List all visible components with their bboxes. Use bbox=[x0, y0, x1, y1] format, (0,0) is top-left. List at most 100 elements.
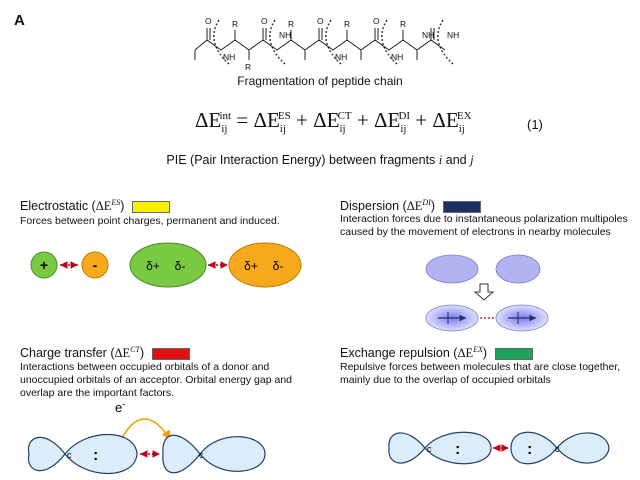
electron-pair: : bbox=[93, 447, 98, 464]
peptide-atom: NH bbox=[223, 52, 235, 62]
electron-transfer-arrow bbox=[120, 418, 172, 441]
peptide-atom: O bbox=[261, 16, 268, 26]
exchange-close: ) bbox=[482, 346, 488, 361]
eq-equals: = bbox=[231, 108, 254, 132]
peptide-atom: R bbox=[400, 19, 406, 29]
atom-left: c bbox=[427, 444, 432, 454]
peptide-atom: O bbox=[373, 16, 380, 26]
eq-term-sup: CT bbox=[337, 110, 352, 122]
dispersion-close: ) bbox=[430, 199, 435, 214]
dispersion-description: Interaction forces due to instantaneous … bbox=[340, 213, 628, 238]
electrostatic-description: Forces between point charges, permanent … bbox=[20, 215, 280, 227]
dispersion-sup: DI bbox=[422, 198, 431, 207]
charge-transfer-symbol: ΔE bbox=[114, 346, 131, 361]
pie-j: j bbox=[470, 153, 474, 167]
dispersion-title-text: Dispersion ( bbox=[340, 199, 407, 214]
dispersion-color-swatch bbox=[443, 200, 481, 213]
dispersion-title: Dispersion (ΔEDI) bbox=[340, 198, 481, 214]
peptide-atom: NH bbox=[279, 30, 291, 40]
charge-transfer-description: Interactions between occupied orbitals o… bbox=[20, 361, 293, 399]
molecule-unpolarized bbox=[495, 254, 541, 284]
dipole-molecule-left bbox=[129, 242, 207, 288]
positive-charge bbox=[30, 251, 58, 279]
eq-lhs-sub: ij bbox=[221, 123, 228, 136]
eq-term-sup: EX bbox=[456, 110, 472, 122]
electron-pair: : bbox=[455, 441, 460, 458]
peptide-atom: R bbox=[344, 19, 350, 29]
electrostatic-illustration: + - δ+ δ- δ+ δ- bbox=[30, 242, 302, 288]
eq-term: ΔE bbox=[373, 108, 401, 132]
pie-text: PIE (Pair Interaction Energy) between fr… bbox=[166, 153, 439, 167]
electron-pair: : bbox=[527, 441, 532, 458]
peptide-atom: NH bbox=[447, 30, 459, 40]
peptide-atom: R bbox=[288, 19, 294, 29]
eq-plus: + bbox=[410, 108, 433, 132]
delta-minus-label: δ- bbox=[175, 259, 186, 273]
atom-right: c bbox=[555, 444, 560, 454]
plus-sign: + bbox=[40, 257, 48, 273]
pie-caption: PIE (Pair Interaction Energy) between fr… bbox=[0, 153, 640, 168]
equation-number: (1) bbox=[527, 117, 543, 132]
exchange-sup: EX bbox=[473, 345, 483, 354]
eq-term: ΔE bbox=[313, 108, 340, 132]
eq-term-sup: DI bbox=[398, 110, 411, 122]
fragmentation-caption: Fragmentation of peptide chain bbox=[237, 74, 403, 88]
dipole-molecule-right bbox=[228, 242, 302, 288]
dispersion-symbol: ΔE bbox=[406, 199, 423, 214]
pie-i: i bbox=[438, 153, 443, 167]
peptide-atom: NH bbox=[391, 52, 403, 62]
negative-charge bbox=[81, 251, 109, 279]
eq-term-sub: ij bbox=[458, 123, 465, 136]
peptide-atom: NH bbox=[422, 30, 434, 40]
eq-plus: + bbox=[290, 108, 314, 132]
pie-equation: ΔEijint = ΔEijES + ΔEijCT + ΔEijDI + ΔEi… bbox=[195, 108, 472, 135]
molecule-unpolarized bbox=[425, 254, 479, 284]
eq-term: ΔE bbox=[432, 108, 459, 132]
eq-term-sup: ES bbox=[277, 110, 291, 122]
delta-plus-label: δ+ bbox=[146, 259, 160, 273]
minus-sign: - bbox=[93, 257, 98, 273]
charge-transfer-close: ) bbox=[139, 346, 145, 361]
electrostatic-symbol: ΔE bbox=[95, 199, 112, 214]
electrostatic-title-text: Electrostatic ( bbox=[20, 199, 96, 214]
acceptor-orbital bbox=[162, 434, 266, 474]
donor-orbital bbox=[27, 434, 138, 474]
peptide-atom: O bbox=[317, 16, 324, 26]
eq-lhs: ΔE bbox=[195, 108, 222, 132]
panel-label: A bbox=[14, 12, 25, 29]
eq-term-sub: ij bbox=[339, 123, 346, 136]
donor-atom: c bbox=[67, 450, 72, 460]
down-arrow-icon bbox=[473, 283, 495, 301]
charge-transfer-color-swatch bbox=[152, 347, 191, 360]
peptide-atom: NH bbox=[335, 52, 347, 62]
orbital-left bbox=[388, 431, 492, 465]
peptide-atom: R bbox=[245, 62, 251, 72]
eq-term: ΔE bbox=[253, 108, 280, 132]
orbital-right bbox=[510, 431, 610, 465]
charge-transfer-illustration: e- c : c bbox=[27, 399, 266, 474]
eq-term-sub: ij bbox=[400, 123, 407, 136]
electrostatic-title: Electrostatic (ΔEES) bbox=[20, 198, 171, 214]
exchange-illustration: c : c : bbox=[388, 431, 610, 465]
acceptor-atom: c bbox=[199, 450, 204, 460]
dispersion-illustration bbox=[425, 254, 549, 332]
exchange-title-text: Exchange repulsion ( bbox=[340, 346, 458, 361]
eq-lhs-sup: int bbox=[219, 110, 232, 122]
exchange-symbol: ΔE bbox=[457, 346, 474, 361]
exchange-description: Repulsive forces between molecules that … bbox=[340, 361, 621, 386]
eq-plus: + bbox=[351, 108, 374, 132]
charge-transfer-title: Charge transfer (ΔECT) bbox=[20, 345, 191, 361]
electron-label: e- bbox=[115, 399, 125, 415]
eq-term-sub: ij bbox=[279, 123, 286, 136]
electrostatic-color-swatch bbox=[132, 200, 171, 213]
delta-minus-label: δ- bbox=[273, 259, 284, 273]
pie-and: and bbox=[442, 153, 471, 167]
electron-sup: - bbox=[122, 399, 125, 409]
exchange-color-swatch bbox=[495, 347, 534, 360]
electron-symbol: e bbox=[115, 400, 122, 415]
electrostatic-close: ) bbox=[120, 199, 125, 214]
charge-transfer-sup: CT bbox=[130, 345, 140, 354]
electrostatic-sup: ES bbox=[111, 198, 121, 207]
peptide-atom: O bbox=[205, 16, 212, 26]
exchange-title: Exchange repulsion (ΔEEX) bbox=[340, 345, 534, 361]
